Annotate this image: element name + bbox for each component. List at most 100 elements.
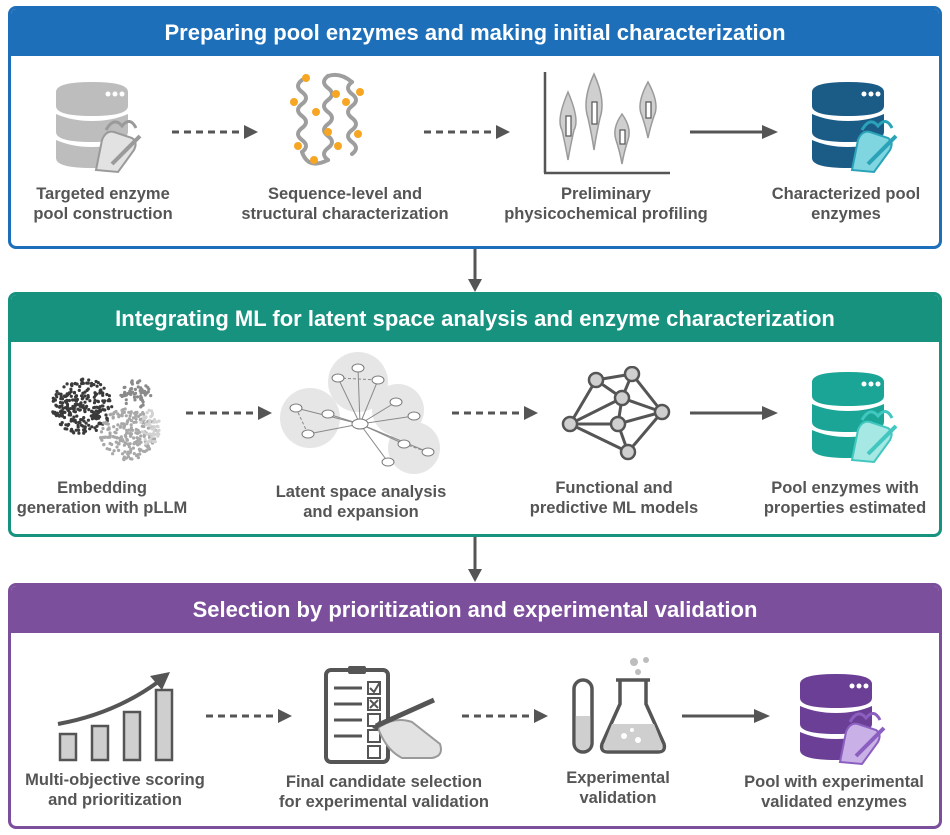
ml-graph-icon <box>561 366 671 461</box>
dashed-arrow <box>206 709 292 723</box>
embedding-point <box>138 379 142 383</box>
embedding-point <box>143 389 147 393</box>
embedding-point <box>129 428 133 432</box>
embedding-point <box>62 385 66 389</box>
embedding-point <box>79 378 83 382</box>
embedding-point <box>97 409 101 413</box>
embedding-point <box>65 382 69 386</box>
embedding-point <box>105 392 109 397</box>
embedding-point <box>152 425 156 429</box>
embedding-point <box>128 389 132 393</box>
label-line: Sequence-level and <box>267 185 423 203</box>
step-label: Latent space analysis and expansion <box>258 482 464 522</box>
embedding-point <box>147 421 151 425</box>
embedding-point <box>122 385 126 390</box>
solid-arrow <box>690 406 778 420</box>
embedding-point <box>68 407 73 411</box>
embedding-point <box>98 415 102 419</box>
embedding-point <box>134 391 138 395</box>
embedding-point <box>120 393 125 398</box>
embedding-point <box>126 452 130 456</box>
embedding-point <box>92 401 97 405</box>
embedding-point <box>58 404 62 408</box>
embedding-point <box>83 400 87 404</box>
embedding-point <box>124 393 128 397</box>
embedding-point <box>137 414 141 418</box>
embedding-point <box>105 447 109 451</box>
embedding-point <box>68 410 72 414</box>
embedding-point <box>138 452 142 456</box>
embedding-point <box>59 394 63 399</box>
label-line: structural characterization <box>241 205 449 223</box>
embedding-point <box>126 442 130 446</box>
embedding-point <box>77 388 81 392</box>
embedding-point <box>93 391 97 395</box>
embedding-point <box>114 431 118 435</box>
embedding-point <box>132 420 136 424</box>
embedding-point <box>94 379 98 384</box>
embedding-point <box>142 417 146 421</box>
dashed-arrow <box>452 406 538 420</box>
embedding-point <box>136 456 140 460</box>
embedding-point <box>53 410 57 414</box>
embedding-point <box>138 437 142 441</box>
embedding-point <box>83 425 87 429</box>
label-line: Multi-objective scoring <box>25 771 205 789</box>
embedding-point <box>76 407 80 411</box>
embedding-point <box>65 402 70 406</box>
embedding-point <box>87 408 91 412</box>
network-graph-icon <box>280 352 440 474</box>
label-line: Characterized pool <box>771 185 921 203</box>
embedding-point <box>90 409 94 413</box>
embedding-point <box>51 396 55 400</box>
label-line: Functional and <box>555 479 673 497</box>
down-arrow-connector <box>468 249 482 292</box>
embedding-point <box>106 407 111 411</box>
embedding-point <box>80 382 84 386</box>
embedding-point <box>109 412 113 416</box>
solid-arrow <box>690 125 778 139</box>
embedding-point <box>139 405 143 409</box>
purple-database-hand-icon <box>800 674 886 766</box>
embedding-point <box>129 423 133 427</box>
embedding-point <box>59 409 63 413</box>
embedding-point <box>63 410 67 414</box>
embedding-point <box>94 409 98 413</box>
embedding-point <box>148 424 152 428</box>
label-line: Pool enzymes with <box>771 479 919 497</box>
embedding-point <box>132 436 136 440</box>
embedding-point <box>72 407 76 411</box>
embedding-point <box>102 408 106 412</box>
panel-title: Selection by prioritization and experime… <box>11 586 939 633</box>
embedding-point <box>102 421 106 425</box>
embedding-point <box>82 406 86 410</box>
embedding-point <box>157 419 161 423</box>
panel-title: Integrating ML for latent space analysis… <box>11 295 939 342</box>
embedding-point <box>69 413 73 417</box>
embedding-point <box>116 423 120 427</box>
embedding-point <box>54 403 58 407</box>
embedding-point <box>100 438 104 442</box>
embedding-point <box>99 383 103 387</box>
embedding-point <box>69 429 73 433</box>
embedding-point <box>85 381 89 385</box>
embedding-point <box>103 399 107 403</box>
embedding-point <box>108 433 112 437</box>
embedding-point <box>112 425 116 429</box>
embedding-point <box>78 384 82 389</box>
embedding-point <box>121 438 125 442</box>
embedding-point <box>135 381 140 385</box>
dashed-arrow <box>186 406 272 420</box>
embedding-point <box>136 428 140 432</box>
embedding-point <box>130 387 134 391</box>
embedding-point <box>157 432 161 436</box>
embedding-point <box>55 389 59 394</box>
embedding-point <box>104 413 108 417</box>
embedding-point <box>145 411 149 415</box>
embedding-point <box>152 429 156 433</box>
embedding-point <box>139 420 143 424</box>
embedding-point <box>104 420 108 424</box>
embedding-point <box>86 418 90 422</box>
embedding-point <box>57 414 61 418</box>
embedding-point <box>116 412 120 416</box>
